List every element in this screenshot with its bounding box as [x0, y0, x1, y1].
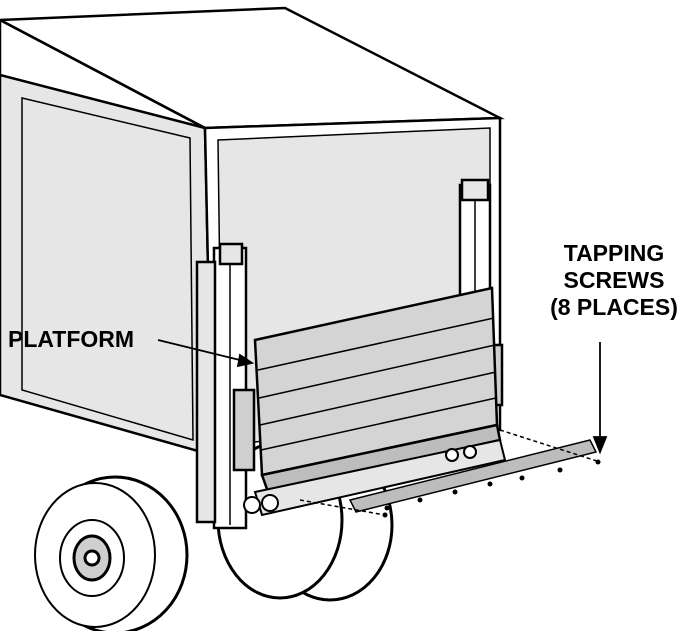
sill-assembly	[243, 438, 507, 517]
platform-label: PLATFORM	[8, 326, 135, 352]
tapping-screws-label: TAPPING SCREWS (8 PLACES)	[540, 240, 687, 321]
tapping-screws-label-line2: SCREWS	[563, 267, 665, 293]
left-column	[195, 242, 256, 530]
mounting-strip	[299, 429, 601, 516]
tapping-screws-label-line1: TAPPING	[563, 240, 665, 266]
screw-points	[382, 459, 601, 518]
tapping-screws-label-line3: (8 PLACES)	[550, 294, 678, 320]
leader-lines	[157, 339, 608, 455]
